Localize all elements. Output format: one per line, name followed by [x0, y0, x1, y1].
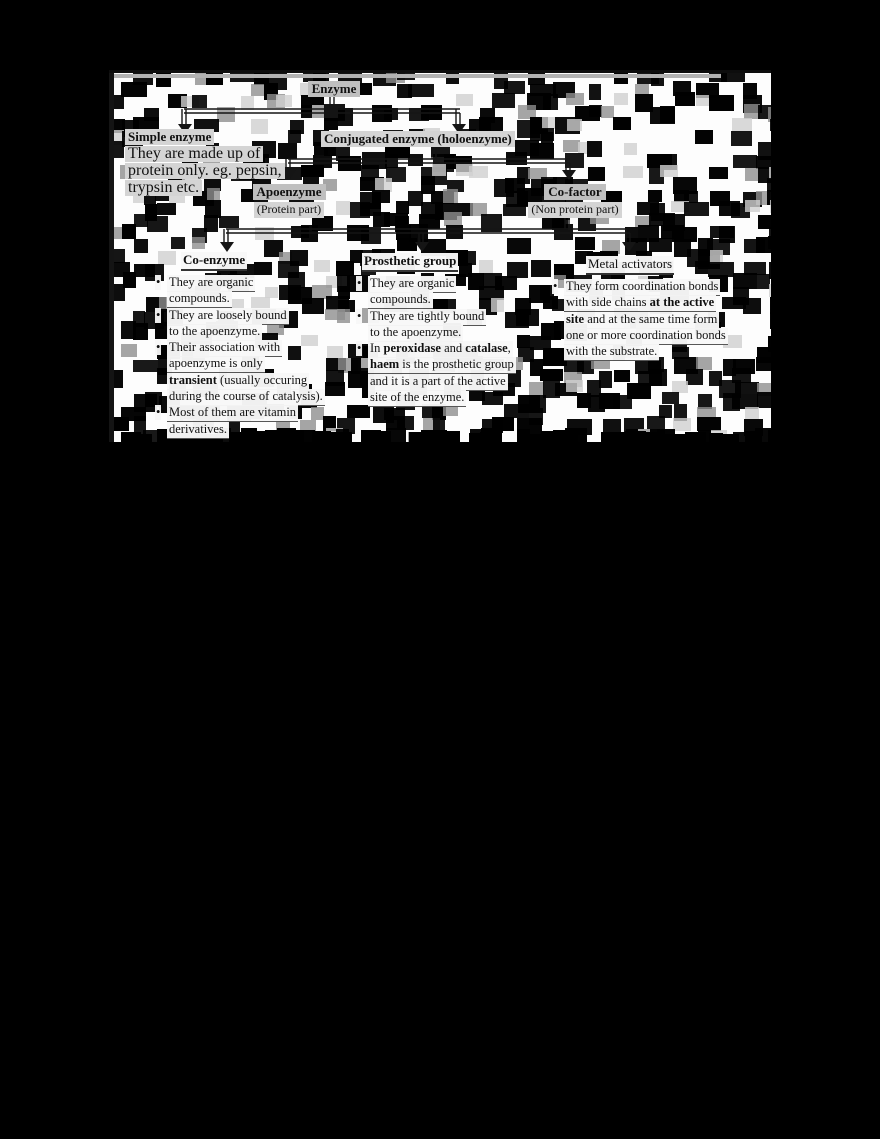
bullet-line: •They form coordination bonds — [552, 279, 770, 296]
bullet-line: with the substrate. — [564, 344, 770, 362]
bullet-icon: • — [356, 276, 363, 291]
bullet-line: haem is the prosthetic group — [368, 357, 566, 375]
node-apoenzyme: Apoenzyme (Protein part) — [241, 184, 337, 218]
bullet-icon: • — [356, 308, 363, 324]
bullet-line: compounds. — [368, 292, 566, 310]
bullet-icon: • — [356, 341, 363, 357]
simple-enzyme-line: trypsin etc. — [125, 180, 275, 197]
branch-title: Metal activators — [586, 256, 770, 275]
apoenzyme-title: Apoenzyme — [252, 184, 326, 200]
node-conjugated-enzyme: Conjugated enzyme (holoenzyme) — [321, 131, 515, 147]
node-cofactor: Co-factor (Non protein part) — [515, 184, 635, 218]
bullet-line: •Most of them are vitamin — [155, 405, 375, 423]
apoenzyme-subtitle: (Protein part) — [253, 202, 325, 218]
bullet-icon: • — [155, 307, 162, 323]
simple-enzyme-title: Simple enzyme — [125, 129, 215, 145]
bullet-line: compounds. — [167, 291, 375, 309]
bullet-line: •They are organic — [356, 276, 566, 293]
bullet-line: derivatives. — [167, 421, 375, 439]
bullet-line: to the apoenzyme. — [368, 324, 566, 342]
bullet-line: to the apoenzyme. — [167, 323, 375, 341]
bullet-line: site of the enzyme. — [368, 390, 566, 408]
bullet-line: •In peroxidase and catalase, — [356, 341, 566, 359]
bullet-line: apoenzyme is only — [167, 356, 375, 374]
simple-enzyme-line: protein only. eg. pepsin, — [125, 163, 285, 180]
bullet-line: site and at the same time form — [564, 311, 770, 329]
bullet-icon: • — [155, 405, 162, 421]
branch-title: Co-enzyme — [181, 252, 375, 271]
page-gutter-line — [109, 70, 114, 442]
cofactor-subtitle: (Non protein part) — [528, 202, 622, 218]
branch-title: Prosthetic group — [362, 253, 566, 272]
bullet-line: •They are tightly bound — [356, 308, 566, 326]
bullet-line: and it is a part of the active — [368, 373, 566, 391]
connector-lines — [178, 96, 636, 252]
enzyme-diagram-panel: Enzyme Simple enzyme They are made up of… — [109, 70, 771, 442]
simple-enzyme-line: They are made up of — [125, 146, 275, 163]
bullet-line: •They are loosely bound — [155, 307, 375, 325]
conjugated-enzyme-title: Conjugated enzyme (holoenzyme) — [321, 131, 515, 147]
branch-metal-activators: Metal activators •They form coordination … — [552, 256, 770, 362]
bullet-icon: • — [155, 340, 162, 356]
bullet-line: one or more coordination bonds — [564, 327, 770, 345]
enzyme-label: Enzyme — [307, 81, 361, 97]
node-enzyme: Enzyme — [299, 81, 369, 97]
bullet-icon: • — [552, 279, 559, 294]
cofactor-title: Co-factor — [544, 184, 606, 200]
top-rule-shadow — [109, 74, 721, 78]
bullet-icon: • — [155, 275, 162, 290]
bullet-line: with side chains at the active — [564, 295, 770, 313]
top-rule — [109, 70, 771, 73]
bullet-line: during the course of catalysis). — [167, 389, 375, 407]
bullet-line: •They are organic — [155, 275, 375, 292]
bullet-line: •Their association with — [155, 340, 375, 358]
bullet-line: transient (usually occuring — [167, 372, 375, 390]
